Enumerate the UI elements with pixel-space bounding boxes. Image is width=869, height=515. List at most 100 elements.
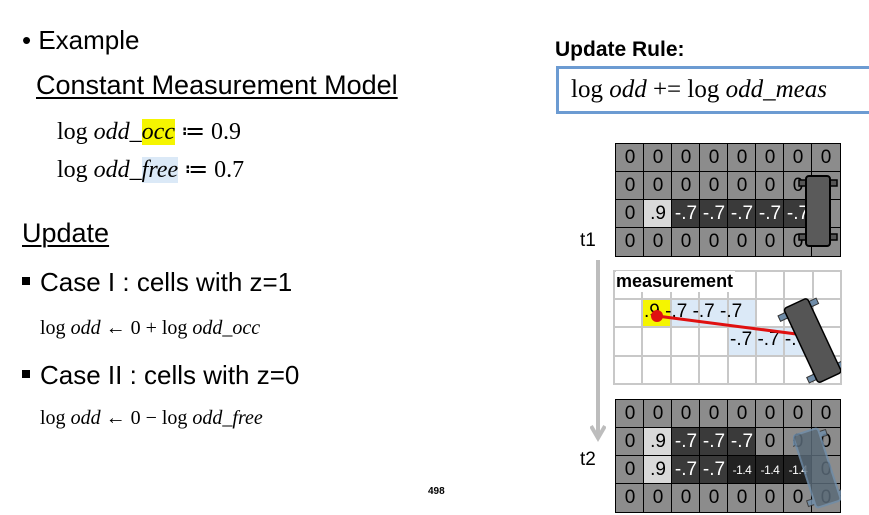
grid-cell: 0 — [699, 483, 729, 513]
grid-cell: 0 — [615, 171, 645, 201]
grid-cell: .9 — [643, 455, 673, 485]
grid-cell: 0 — [727, 483, 757, 513]
grid-cell: -1.4 — [727, 455, 757, 485]
update-rule-title: Update Rule: — [555, 38, 685, 61]
grid-cell: 0 — [615, 199, 645, 229]
measurement-cell — [670, 327, 700, 356]
grid-cell: 0 — [615, 143, 645, 173]
grid-cell: 0 — [755, 399, 785, 429]
page-number: 498 — [428, 486, 445, 497]
t2-label: t2 — [580, 449, 596, 470]
grid-cell: -.7 — [755, 199, 785, 229]
grid-cell: 0 — [783, 143, 813, 173]
case2-bullet: Case II : cells with z=0 — [22, 360, 299, 391]
grid-cell: -.7 — [671, 199, 701, 229]
occ-var: odd_occ — [93, 119, 175, 145]
grid-cell: -1.4 — [755, 455, 785, 485]
grid-cell: 0 — [615, 483, 645, 513]
time-arrow-icon — [590, 260, 606, 442]
grid-cell: 0 — [699, 171, 729, 201]
measurement-cell — [614, 327, 643, 356]
grid-cell: 0 — [643, 483, 673, 513]
grid-cell: 0 — [811, 399, 841, 429]
grid-cell: 0 — [671, 227, 701, 257]
measurement-cell — [670, 299, 700, 328]
grid-cell: 0 — [643, 399, 673, 429]
grid-cell: 0 — [671, 483, 701, 513]
measurement-cell — [727, 299, 756, 328]
measurement-label: measurement — [616, 271, 736, 292]
t1-label: t1 — [580, 230, 596, 251]
grid-cell: 0 — [671, 143, 701, 173]
grid-cell: -.7 — [699, 199, 729, 229]
occ-highlight: occ — [141, 119, 175, 145]
grid-cell: 0 — [615, 427, 645, 457]
measurement-cell — [812, 271, 842, 300]
grid-cell: 0 — [615, 455, 645, 485]
grid-cell: 0 — [811, 143, 841, 173]
update-title: Update — [22, 218, 110, 248]
square-bullet-icon — [22, 370, 30, 379]
measurement-cell — [642, 355, 671, 384]
update-rule-box: log odd += log odd_meas — [556, 66, 869, 114]
grid-cell: .9 — [643, 199, 673, 229]
measurement-cell — [614, 299, 643, 328]
grid-cell: 0 — [643, 171, 673, 201]
model-title: Constant Measurement Model — [36, 70, 398, 100]
free-var: odd_free — [93, 157, 179, 183]
occ-log: log — [57, 119, 88, 145]
example-label: Example — [38, 25, 140, 55]
measurement-cell — [699, 355, 728, 384]
example-bullet: • Example — [22, 25, 140, 56]
robot-icon — [798, 175, 838, 247]
grid-cell: 0 — [699, 399, 729, 429]
measurement-cell — [756, 271, 785, 300]
free-log: log — [57, 157, 88, 183]
grid-cell: .9 — [643, 427, 673, 457]
case1-formula: log odd ← 0 + log odd_occ — [40, 317, 261, 339]
measurement-cell — [784, 271, 813, 300]
grid-cell: 0 — [699, 143, 729, 173]
free-formula: log odd_free ≔ 0.7 — [57, 155, 244, 184]
grid-cell: 0 — [671, 399, 701, 429]
occ-formula: log odd_occ ≔ 0.9 — [57, 117, 241, 146]
measurement-cell — [642, 327, 671, 356]
measurement-cell — [727, 327, 756, 356]
case2-formula: log odd ← 0 − log odd_free — [40, 407, 263, 429]
grid-cell: 0 — [783, 483, 813, 513]
case1-label: Case I : cells with z=1 — [40, 267, 293, 297]
measurement-cell — [699, 327, 728, 356]
grid-cell: -.7 — [727, 427, 757, 457]
square-bullet-icon — [22, 277, 30, 286]
grid-cell: 0 — [755, 427, 785, 457]
case2-label: Case II : cells with z=0 — [40, 360, 300, 390]
grid-cell: -.7 — [699, 427, 729, 457]
grid-cell: -.7 — [699, 455, 729, 485]
grid-cell: 0 — [727, 227, 757, 257]
grid-cell: -.7 — [671, 427, 701, 457]
measurement-cell — [756, 355, 785, 384]
grid-cell: 0 — [615, 399, 645, 429]
grid-cell: 0 — [615, 227, 645, 257]
occ-assign: ≔ 0.9 — [174, 119, 241, 145]
grid-cell: 0 — [727, 143, 757, 173]
measurement-cell — [614, 355, 643, 384]
grid-cell: 0 — [699, 227, 729, 257]
case1-bullet: Case I : cells with z=1 — [22, 267, 292, 298]
grid-cell: 0 — [755, 171, 785, 201]
grid-cell: 0 — [727, 399, 757, 429]
sensor-ray-icon — [651, 297, 841, 384]
grid-cell: -.7 — [727, 199, 757, 229]
measurement-cell — [670, 355, 700, 384]
measurement-cell — [727, 355, 756, 384]
grid-cell: 0 — [727, 171, 757, 201]
robot-icon — [793, 427, 841, 509]
grid-cell: 0 — [671, 171, 701, 201]
grid-cell: 0 — [755, 143, 785, 173]
grid-cell: 0 — [755, 483, 785, 513]
bullet-dot: • — [22, 25, 32, 55]
grid-cell: 0 — [643, 227, 673, 257]
grid-cell: 0 — [643, 143, 673, 173]
grid-cell: 0 — [755, 227, 785, 257]
free-assign: ≔ 0.7 — [178, 157, 245, 183]
